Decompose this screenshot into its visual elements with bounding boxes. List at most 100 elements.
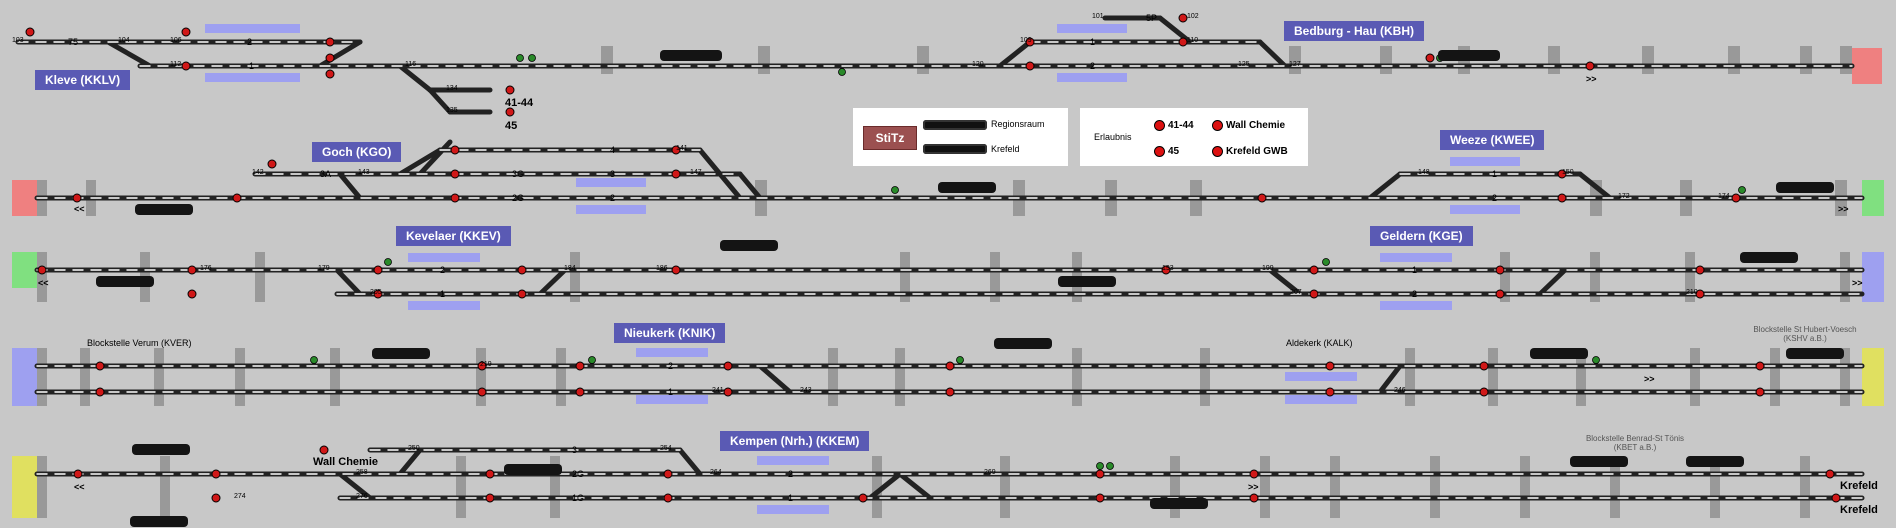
node-109: 109 bbox=[1020, 37, 1032, 44]
node-127: 127 bbox=[1289, 61, 1301, 68]
node-207: 207 bbox=[1290, 289, 1302, 296]
track-2g: 2G bbox=[512, 193, 525, 203]
wall-chemie-label: Wall Chemie bbox=[313, 456, 378, 468]
track-1g-kempen: 1G bbox=[572, 493, 585, 503]
node-205: 205 bbox=[370, 289, 382, 296]
track-75: 75 bbox=[68, 37, 79, 47]
node-125: 125 bbox=[1238, 61, 1250, 68]
erlaubnis-45-signal[interactable] bbox=[1154, 146, 1165, 157]
blockstelle-verum: Blockstelle Verum (KVER) bbox=[87, 338, 192, 348]
station-bedburg[interactable]: Bedburg - Hau (KBH) bbox=[1284, 21, 1424, 41]
krefeld-gwb-label: Krefeld GWB bbox=[1226, 146, 1288, 157]
node-276: 276 bbox=[356, 493, 368, 500]
signals bbox=[25, 13, 1841, 503]
krefeld-indicator bbox=[923, 144, 987, 154]
krefeld-label-bottom: Krefeld bbox=[1840, 504, 1878, 516]
track-1-nieukerk: 1 bbox=[668, 387, 674, 397]
arrow-right-bedburg[interactable]: >> bbox=[1586, 74, 1597, 84]
track-1-weeze: 1 bbox=[1492, 169, 1498, 179]
track-3g: 3G bbox=[512, 169, 525, 179]
node-246: 246 bbox=[1394, 387, 1406, 394]
platform-bars bbox=[205, 24, 1520, 514]
tracks bbox=[15, 15, 1865, 501]
track-4: 4 bbox=[610, 145, 616, 155]
node-174: 174 bbox=[1718, 193, 1730, 200]
station-goch[interactable]: Goch (KGO) bbox=[312, 142, 402, 162]
node-147: 147 bbox=[690, 169, 702, 176]
node-258: 258 bbox=[356, 469, 368, 476]
track-3-goch: 3 bbox=[610, 169, 616, 179]
arrow-right-weeze[interactable]: >> bbox=[1838, 204, 1849, 214]
track-3a: 3A bbox=[320, 169, 332, 179]
station-weeze[interactable]: Weeze (KWEE) bbox=[1440, 130, 1545, 150]
track-2-goch: 2 bbox=[610, 193, 616, 203]
station-kempen[interactable]: Kempen (Nrh.) (KKEM) bbox=[720, 431, 870, 451]
node-186: 186 bbox=[656, 265, 668, 272]
arrow-left-goch[interactable]: << bbox=[74, 204, 85, 214]
node-142: 142 bbox=[252, 169, 264, 176]
node-116: 116 bbox=[405, 61, 417, 68]
track-2g-kempen: 2G bbox=[572, 469, 585, 479]
erlaubnis-label: Erlaubnis bbox=[1094, 132, 1132, 142]
node-110: 110 bbox=[1187, 37, 1199, 44]
node-104: 104 bbox=[118, 37, 130, 44]
stitz-button[interactable]: StiTz bbox=[863, 126, 917, 150]
node-172: 172 bbox=[1618, 193, 1630, 200]
station-kleve[interactable]: Kleve (KKLV) bbox=[35, 70, 131, 90]
node-250: 250 bbox=[408, 445, 420, 452]
legend-panel-erlaubnis: Erlaubnis 41-44 45 Wall Chemie Krefeld G… bbox=[1080, 108, 1308, 166]
node-241: 241 bbox=[712, 387, 724, 394]
node-112: 112 bbox=[170, 61, 182, 68]
track-2-geldern: 2 bbox=[1412, 289, 1418, 299]
node-269: 269 bbox=[984, 469, 996, 476]
node-264: 264 bbox=[710, 469, 722, 476]
wall-chemie-signal[interactable] bbox=[1212, 120, 1223, 131]
node-134: 134 bbox=[446, 85, 458, 92]
station-kevelaer[interactable]: Kevelaer (KKEV) bbox=[396, 226, 511, 246]
track-2-nieukerk: 2 bbox=[668, 361, 674, 371]
arrow-left-kevelaer[interactable]: << bbox=[38, 278, 49, 288]
node-141: 141 bbox=[676, 145, 688, 152]
track-2-kevelaer: 2 bbox=[440, 265, 446, 275]
blockstelle-benrad: Blockstelle Benrad-St Tönis (KBET a.B.) bbox=[1585, 434, 1685, 452]
node-150: 150 bbox=[1562, 169, 1574, 176]
track-2-kempen: 2 bbox=[788, 469, 794, 479]
wall-chemie-legend-label: Wall Chemie bbox=[1226, 120, 1286, 131]
station-nieukerk[interactable]: Nieukerk (KNIK) bbox=[614, 323, 726, 343]
signal-45-label: 45 bbox=[505, 120, 518, 132]
regionsraum-label: Regionsraum bbox=[991, 119, 1045, 129]
track-1-kleve: 1 bbox=[249, 61, 255, 71]
track-1-geldern: 1 bbox=[1412, 265, 1418, 275]
erlaubnis-4144-signal[interactable] bbox=[1154, 120, 1165, 131]
blockstelle-st-hubert: Blockstelle St Hubert-Voesch (KSHV a.B.) bbox=[1753, 325, 1857, 343]
node-184: 184 bbox=[564, 265, 576, 272]
krefeld-label-top: Krefeld bbox=[1840, 480, 1878, 492]
track-2-bedburg: 2 bbox=[1090, 61, 1096, 71]
station-geldern[interactable]: Geldern (KGE) bbox=[1370, 226, 1473, 246]
track-2-kleve: 2 bbox=[247, 37, 253, 47]
edge-boxes bbox=[12, 48, 1884, 518]
signal-41-44-label: 41-44 bbox=[505, 97, 534, 109]
aux-signals bbox=[310, 54, 1746, 470]
node-274: 274 bbox=[234, 493, 246, 500]
track-1-kevelaer: 1 bbox=[440, 289, 446, 299]
node-120: 120 bbox=[972, 61, 984, 68]
node-199: 199 bbox=[1262, 265, 1274, 272]
node-102: 102 bbox=[1187, 13, 1199, 20]
node-148: 148 bbox=[1418, 169, 1430, 176]
node-179: 179 bbox=[318, 265, 330, 272]
node-219: 219 bbox=[480, 361, 492, 368]
node-254: 254 bbox=[660, 445, 672, 452]
node-193: 193 bbox=[1162, 265, 1174, 272]
krefeld-gwb-signal[interactable] bbox=[1212, 146, 1223, 157]
erlaubnis-45-label: 45 bbox=[1168, 146, 1180, 157]
arrow-left-kempen[interactable]: << bbox=[74, 482, 85, 492]
arrow-right-geldern[interactable]: >> bbox=[1852, 278, 1863, 288]
track-3-kempen: 3 bbox=[572, 445, 578, 455]
legend-panel-stitz: StiTz Regionsraum Krefeld bbox=[853, 108, 1068, 166]
node-106: 106 bbox=[170, 37, 182, 44]
erlaubnis-4144-label: 41-44 bbox=[1168, 120, 1194, 131]
arrow-right-aldekerk[interactable]: >> bbox=[1644, 374, 1655, 384]
arrow-right-kempen[interactable]: >> bbox=[1248, 482, 1259, 492]
node-103: 103 bbox=[12, 37, 24, 44]
